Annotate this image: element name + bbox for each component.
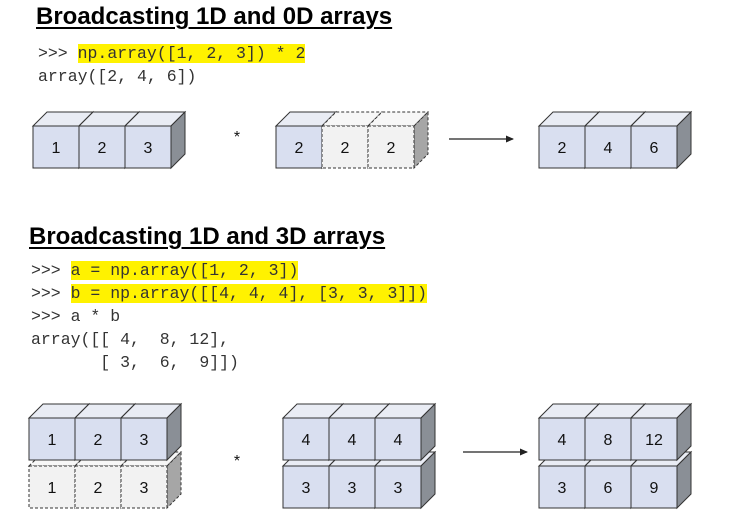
cube-front-face — [374, 417, 422, 461]
cube-front-face — [538, 417, 586, 461]
cube-front-face — [328, 417, 376, 461]
cube-front-face — [74, 465, 122, 509]
cube-front-face — [630, 125, 678, 169]
cube-value: 1 — [48, 480, 57, 497]
broadcast-cube: 2 — [366, 110, 430, 170]
cube-value: 3 — [302, 480, 311, 497]
cube-value: 3 — [140, 480, 149, 497]
code-line: >>> b = np.array([[4, 4, 4], [3, 3, 3]]) — [31, 282, 428, 305]
section1-diagram: 1 2 3 * 2 2 2 2 4 6 — [31, 110, 693, 170]
section2-title: Broadcasting 1D and 3D arrays — [29, 223, 386, 250]
highlighted-code: np.array([1, 2, 3]) * 2 — [77, 44, 306, 63]
code-line: array([[ 4, 8, 12], — [31, 328, 427, 351]
cube-front-face — [584, 125, 632, 169]
cube-value: 4 — [302, 432, 311, 449]
highlighted-code: b = np.array([[4, 4, 4], [3, 3, 3]]) — [70, 284, 428, 303]
array-cube: 6 — [629, 110, 693, 170]
cube-value: 3 — [348, 480, 357, 497]
cube-front-face — [28, 417, 76, 461]
code-prompt: >>> — [38, 44, 78, 63]
cube-value: 4 — [558, 432, 567, 449]
section1-code-block: >>> np.array([1, 2, 3]) * 2 array([2, 4, … — [38, 42, 306, 88]
cube-front-face — [584, 465, 632, 509]
cube-front-face — [120, 417, 168, 461]
array-b-scalar: 2 2 2 — [274, 110, 430, 170]
cube-value: 2 — [98, 140, 107, 157]
cube-value: 2 — [94, 480, 103, 497]
cube-value: 6 — [650, 140, 659, 157]
section1-title: Broadcasting 1D and 0D arrays — [36, 3, 393, 30]
cube-value: 4 — [348, 432, 357, 449]
array-cube: 3 — [123, 110, 187, 170]
code-text: a * b — [70, 307, 121, 326]
cube-front-face — [275, 125, 323, 169]
cube-value: 6 — [604, 480, 613, 497]
cube-front-face — [584, 417, 632, 461]
cube-front-face — [321, 125, 369, 169]
cube-value: 1 — [52, 140, 61, 157]
array-cube: 3 — [119, 402, 183, 462]
cube-front-face — [538, 125, 586, 169]
array-cube: 4 — [373, 402, 437, 462]
cube-value: 3 — [394, 480, 403, 497]
cube-front-face — [630, 465, 678, 509]
cube-front-face — [374, 465, 422, 509]
code-prompt: >>> — [31, 261, 71, 280]
cube-front-face — [74, 417, 122, 461]
section2-code-block: >>> a = np.array([1, 2, 3])>>> b = np.ar… — [31, 259, 428, 374]
cube-front-face — [120, 465, 168, 509]
cube-value: 4 — [394, 432, 403, 449]
cube-front-face — [78, 125, 126, 169]
cube-value: 3 — [140, 432, 149, 449]
code-line: array([2, 4, 6]) — [38, 65, 305, 88]
code-line: >>> np.array([1, 2, 3]) * 2 — [38, 42, 306, 65]
code-line: >>> a * b — [31, 305, 427, 328]
array-cube: 9 — [629, 450, 693, 510]
cube-front-face — [282, 417, 330, 461]
cube-value: 1 — [48, 432, 57, 449]
array-cube: 12 — [629, 402, 693, 462]
array-result-2d: 3 6 9 4 8 12 — [537, 402, 693, 510]
code-line: >>> a = np.array([1, 2, 3]) — [31, 259, 427, 282]
cube-value: 2 — [387, 140, 396, 157]
cube-value: 3 — [144, 140, 153, 157]
cube-front-face — [32, 125, 80, 169]
cube-front-face — [630, 417, 678, 461]
cube-front-face — [328, 465, 376, 509]
code-text: array([[ 4, 8, 12], — [31, 330, 230, 349]
code-text: [ 3, 6, 9]]) — [31, 353, 239, 372]
cube-value: 3 — [558, 480, 567, 497]
cube-front-face — [282, 465, 330, 509]
cube-value: 2 — [295, 140, 304, 157]
cube-front-face — [367, 125, 415, 169]
highlighted-code: a = np.array([1, 2, 3]) — [70, 261, 299, 280]
code-text: array([2, 4, 6]) — [38, 67, 197, 86]
array-a-1d: 1 2 3 — [31, 110, 187, 170]
multiply-operator: * — [234, 453, 240, 470]
code-prompt: >>> — [31, 284, 71, 303]
code-prompt: >>> — [31, 307, 71, 326]
cube-value: 2 — [558, 140, 567, 157]
code-line: [ 3, 6, 9]]) — [31, 351, 427, 374]
cube-value: 9 — [650, 480, 659, 497]
cube-value: 2 — [94, 432, 103, 449]
cube-front-face — [124, 125, 172, 169]
cube-value: 2 — [341, 140, 350, 157]
array-result-1d: 2 4 6 — [537, 110, 693, 170]
cube-value: 8 — [604, 432, 613, 449]
cube-value: 12 — [645, 432, 663, 449]
cube-value: 4 — [604, 140, 613, 157]
array-a-broadcast: 1 2 3 1 2 3 — [27, 402, 183, 510]
multiply-operator: * — [234, 129, 240, 146]
array-b-2d: 3 3 3 4 4 4 — [281, 402, 437, 510]
